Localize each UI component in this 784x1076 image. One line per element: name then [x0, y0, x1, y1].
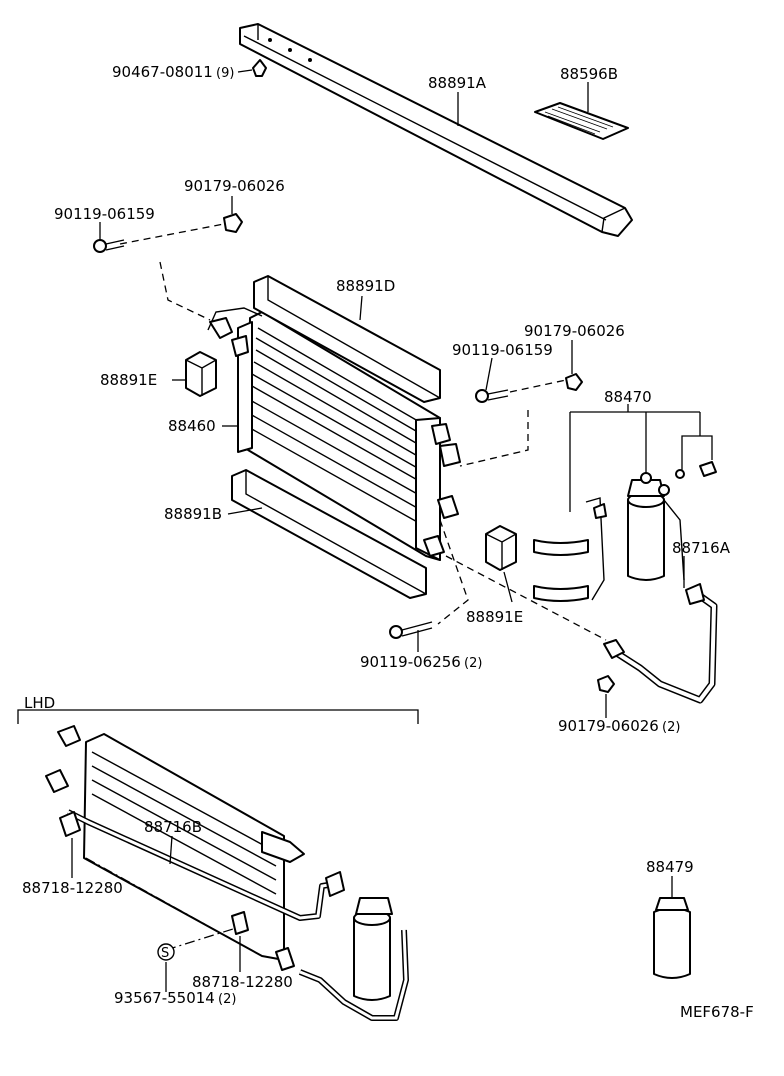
label-88716b: 88716B — [144, 818, 202, 836]
assembly-lines — [119, 223, 607, 641]
label-90179-06026-bottom: 90179-06026 — [558, 717, 659, 735]
pipe-88716b — [59, 809, 409, 1021]
orings-88470 — [675, 461, 717, 479]
seal-block-88891e-left — [185, 351, 217, 397]
label-90179-06026-top: 90179-06026 — [184, 177, 285, 195]
pipe-88716a — [603, 499, 718, 704]
bracket-lines-88470 — [569, 404, 713, 512]
label-88891e-left: 88891E — [100, 371, 157, 389]
label-90467-08011: 90467-08011 — [112, 63, 213, 81]
bracket-88470 — [533, 497, 607, 602]
label-lhd: LHD — [24, 694, 55, 712]
label-88891e-right: 88891E — [466, 608, 523, 626]
label-88718-12280-b: 88718-12280 — [192, 973, 293, 991]
label-88718-12280-a: 88718-12280 — [22, 879, 123, 897]
label-93567-55014: 93567-55014 — [114, 989, 215, 1007]
condenser-88460 — [207, 307, 461, 561]
label-93567-qty: (2) — [218, 992, 236, 1007]
lhd-bracket-line — [17, 709, 419, 724]
label-90119-06159-mid: 90119-06159 — [452, 341, 553, 359]
receiver-88479 — [653, 897, 691, 979]
s-mark-symbol — [157, 943, 175, 961]
label-88596b: 88596B — [560, 65, 618, 83]
label-88479: 88479 — [646, 858, 694, 876]
bolt-90119-06256 — [389, 621, 433, 639]
nut-90179-06026-bottom — [597, 675, 615, 693]
label-88891d: 88891D — [336, 277, 395, 295]
label-90119-06256: 90119-06256 — [360, 653, 461, 671]
receiver-dryer-88470 — [627, 472, 670, 581]
seal-88891d — [253, 275, 441, 403]
nut-90179-06026-mid — [565, 373, 583, 391]
leader-lines — [71, 69, 685, 992]
nut-90179-06026-top — [223, 213, 243, 233]
label-88470: 88470 — [604, 388, 652, 406]
label-90179-06026-mid: 90179-06026 — [524, 322, 625, 340]
label-90467-qty: (9) — [216, 66, 234, 81]
clip-90467 — [252, 59, 267, 77]
condenser-lhd — [45, 725, 305, 961]
label-88460: 88460 — [168, 417, 216, 435]
label-plate-88596b — [534, 102, 629, 140]
lhd-dash-lines — [85, 857, 263, 957]
bolt-90119-06159-top — [93, 239, 125, 253]
label-90119-06159-top: 90119-06159 — [54, 205, 155, 223]
label-90179-06026-bottom-qty: (2) — [662, 720, 680, 735]
label-88716a: 88716A — [672, 539, 731, 557]
label-diagram-code: MEF678-F — [680, 1003, 754, 1021]
label-90119-06256-qty: (2) — [464, 656, 482, 671]
receiver-lhd — [353, 897, 393, 1001]
label-88891b: 88891B — [164, 505, 222, 523]
seal-88891b — [231, 469, 427, 599]
label-88891a: 88891A — [428, 74, 487, 92]
seal-strip-88891a — [239, 23, 633, 237]
seal-block-88891e-right — [485, 525, 517, 571]
bolt-90119-06159-mid — [475, 389, 509, 403]
label-s-mark: S — [161, 946, 169, 961]
